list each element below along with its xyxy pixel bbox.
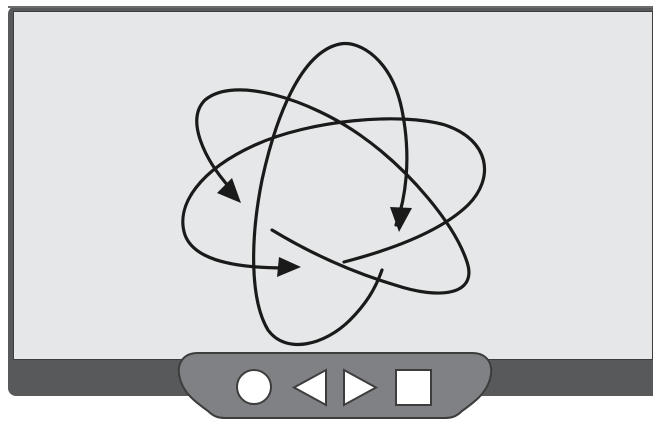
arrowhead-left (217, 178, 241, 203)
circle-icon (237, 370, 271, 404)
orbit-vertical (254, 44, 407, 345)
stop-button[interactable] (396, 370, 431, 405)
square-icon (396, 370, 431, 405)
navigation-bar (176, 351, 494, 421)
arrowhead-right (390, 207, 412, 232)
arrowhead-bottom (277, 257, 301, 277)
home-button[interactable] (237, 370, 271, 404)
